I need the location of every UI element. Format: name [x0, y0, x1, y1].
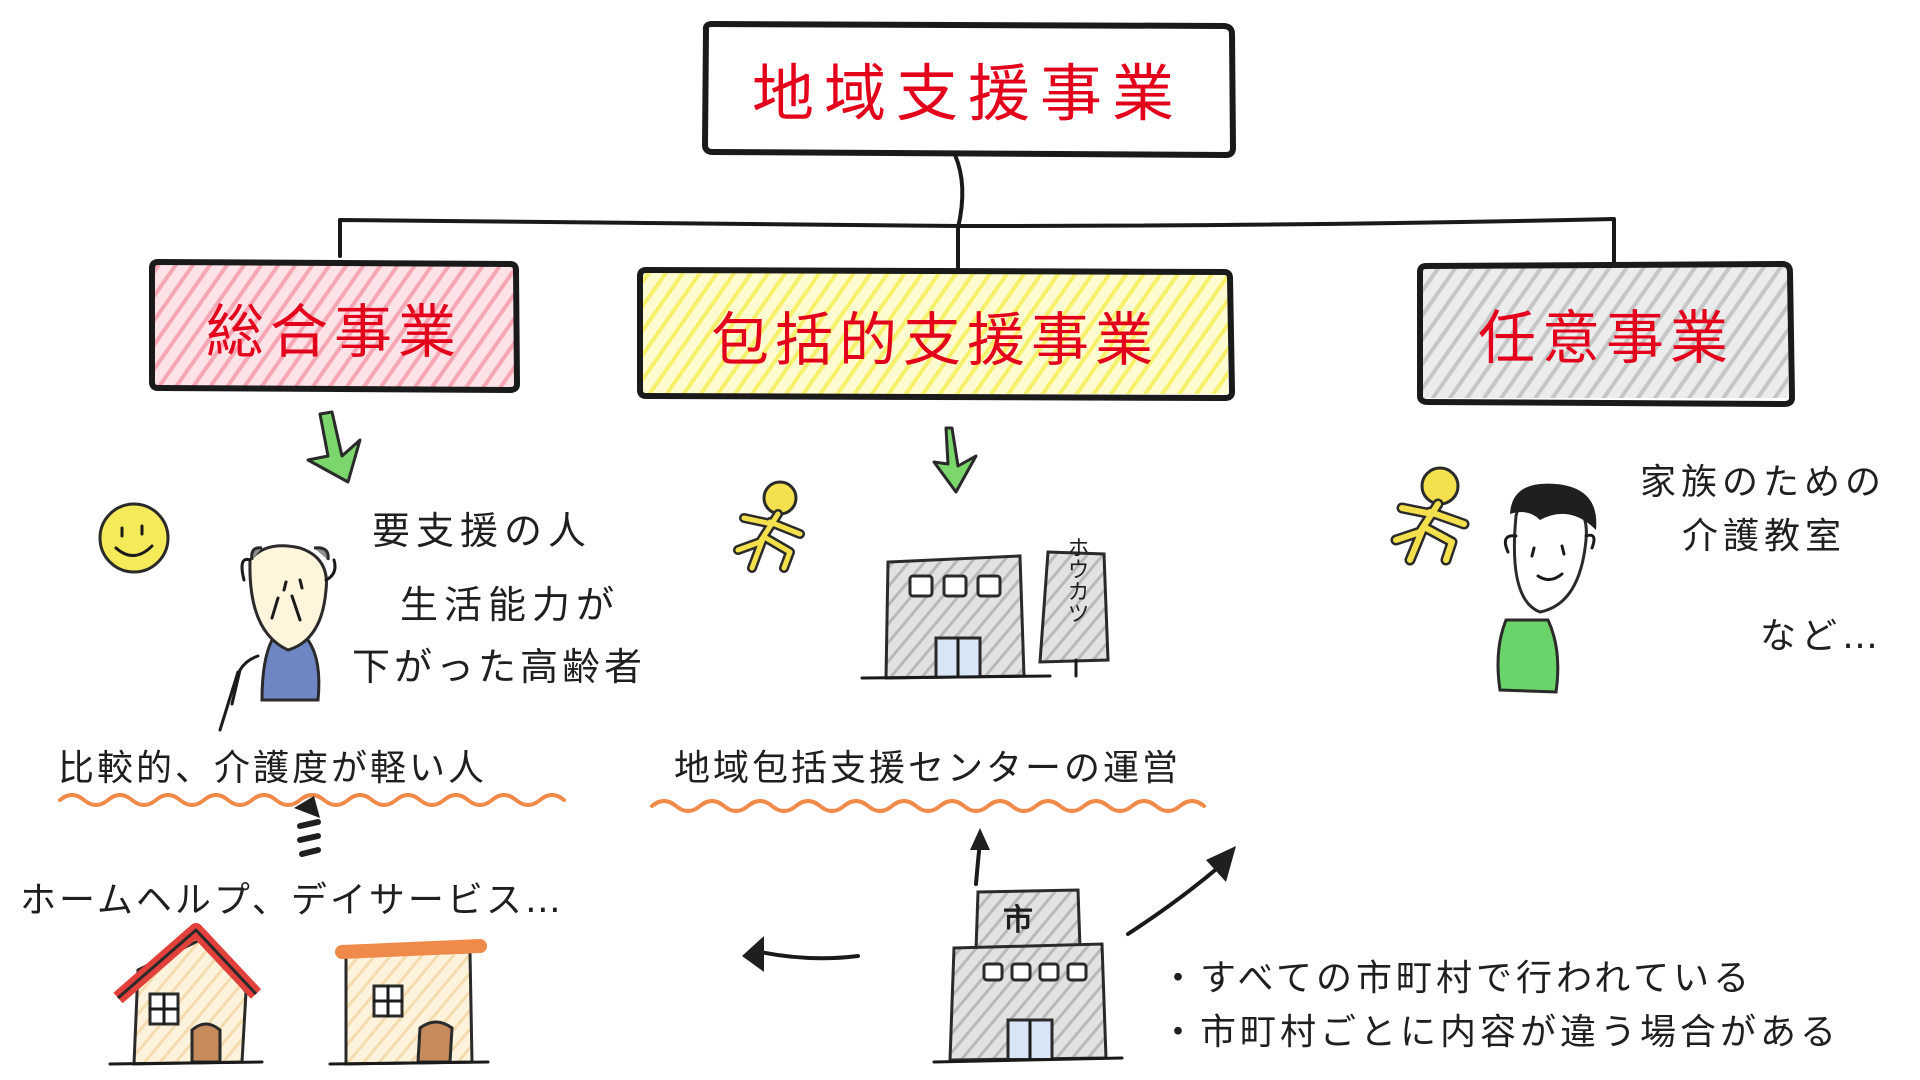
- house-icon: [108, 923, 264, 1066]
- city-notes: ・すべての市町村で行われている ・市町村ごとに内容が違う場合がある: [1160, 958, 1840, 1053]
- houkatsu-wavy-underline: [650, 799, 1206, 813]
- nini-description: 家族のための 介護教室 など…: [1640, 462, 1886, 657]
- city-hall-icon: 市: [932, 888, 1124, 1064]
- sogo-line: 要支援の人: [372, 509, 592, 553]
- house-icon: [328, 939, 490, 1066]
- city-note: ・すべての市町村で行われている: [1160, 958, 1753, 999]
- sogo-services-text: ホームヘルプ、デイサービス…: [20, 880, 564, 921]
- running-figure-icon: [1390, 466, 1470, 566]
- running-figure-icon: [733, 480, 805, 573]
- smiley-icon: [98, 502, 170, 574]
- category-label-nini: 任意事業: [1478, 304, 1734, 372]
- houkatsu-underlined-label: 地域包括支援センターの運営: [674, 748, 1181, 789]
- office-building-icon: ホウカツ: [860, 536, 1110, 680]
- city-hall-sign: 市: [1003, 903, 1033, 938]
- city-arrows: [742, 828, 1236, 972]
- nini-line: 家族のための: [1640, 462, 1886, 503]
- category-label-sogo: 総合事業: [206, 298, 462, 366]
- sogo-underlined-label: 比較的、介護度が軽い人: [58, 748, 487, 789]
- sogo-wavy-underline: [58, 793, 566, 807]
- nini-line: 介護教室: [1682, 516, 1846, 557]
- nini-etc: など…: [1760, 616, 1883, 657]
- top-title-text: 地域支援事業: [752, 57, 1184, 130]
- young-person-icon: [1496, 483, 1597, 694]
- category-box-nini: 任意事業: [1417, 261, 1795, 407]
- sogo-description: 要支援の人 生活能力が 下がった高齢者: [352, 509, 646, 689]
- city-note: ・市町村ごとに内容が違う場合がある: [1160, 1012, 1840, 1053]
- elderly-person-icon: [218, 544, 337, 732]
- tree-connectors: [338, 153, 1616, 274]
- building-sign-text: ホウカツ: [1064, 536, 1089, 624]
- top-title-box: 地域支援事業: [702, 21, 1236, 158]
- dashed-up-arrow: [294, 796, 321, 857]
- down-arrow-sogo: [306, 410, 362, 484]
- sogo-line: 生活能力が: [400, 583, 620, 627]
- down-arrow-houkatsu: [932, 426, 978, 494]
- category-box-sogo: 総合事業: [149, 259, 520, 393]
- category-label-houkatsu: 包括的支援事業: [711, 306, 1159, 374]
- sogo-line: 下がった高齢者: [352, 645, 646, 689]
- category-box-houkatsu: 包括的支援事業: [637, 267, 1235, 401]
